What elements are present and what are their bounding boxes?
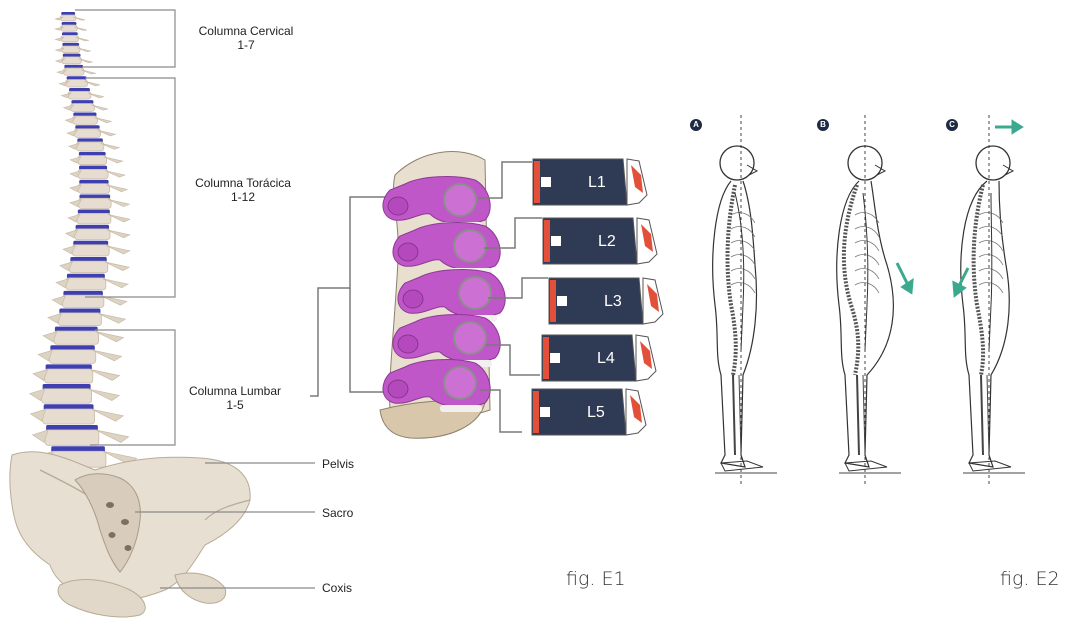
lumbar-card-label: L3 — [604, 293, 622, 311]
vertebra — [66, 225, 130, 240]
vertebra — [70, 152, 122, 165]
vertebra — [33, 425, 129, 445]
posture-panel-badge: B — [817, 119, 829, 131]
posture-panel-badge: C — [946, 119, 958, 131]
vertebra — [56, 43, 91, 53]
vertebra — [60, 257, 129, 273]
vertebra — [63, 241, 130, 256]
vertebra — [65, 113, 111, 125]
vertebra — [67, 125, 115, 137]
cervical-title: Columna Cervical — [196, 24, 296, 38]
lumbar-card-label: L1 — [588, 174, 606, 192]
cervical-label: Columna Cervical 1-7 — [196, 24, 296, 52]
lumbar-vertebra-shapes — [383, 177, 505, 412]
vertebra — [68, 209, 130, 223]
vertebra — [55, 12, 85, 21]
lumbar-card-label: L2 — [598, 233, 616, 251]
vertebra — [70, 194, 129, 208]
vertebra — [70, 166, 125, 179]
pelvis-bone — [10, 452, 250, 617]
vertebra — [43, 327, 123, 345]
posture-figure — [961, 115, 1025, 485]
posture-figures — [713, 115, 1025, 485]
posture-illustration — [685, 105, 1055, 495]
vertebra — [64, 100, 108, 111]
thoracic-label: Columna Torácica 1-12 — [188, 176, 298, 204]
lumbar-card-label: L4 — [597, 350, 615, 368]
vertebra — [31, 404, 124, 424]
lumbar-range: 1-5 — [180, 398, 290, 412]
lumbar-label: Columna Lumbar 1-5 — [180, 384, 290, 412]
lumbar-connector — [310, 197, 388, 396]
sacro-label: Sacro — [322, 506, 353, 520]
vertebra — [57, 65, 95, 75]
spine-vertebrae-group — [30, 12, 137, 467]
vertebra — [52, 291, 127, 308]
vertebra — [56, 54, 93, 64]
vertebra — [33, 364, 119, 383]
vertebra — [48, 309, 125, 326]
vertebra — [55, 22, 87, 31]
pelvis-label: Pelvis — [322, 457, 354, 471]
posture-arrow-b — [897, 263, 912, 292]
posture-arrow-c-right — [995, 122, 1021, 132]
vertebra — [70, 180, 127, 194]
posture-figure — [713, 115, 777, 485]
cervical-range: 1-7 — [196, 38, 296, 52]
vertebra — [30, 384, 119, 403]
vertebra — [38, 345, 121, 363]
figure-caption-e1: fig. E1 — [566, 568, 626, 590]
vertebra — [56, 32, 89, 42]
posture-figure — [837, 115, 901, 485]
vertebra — [69, 138, 119, 150]
lumbar-title: Columna Lumbar — [180, 384, 290, 398]
posture-panel-badge: A — [690, 119, 702, 131]
vertebra — [56, 274, 128, 290]
thoracic-range: 1-12 — [188, 190, 298, 204]
coxis-label: Coxis — [322, 581, 352, 595]
thoracic-title: Columna Torácica — [188, 176, 298, 190]
figure-caption-e2: fig. E2 — [1000, 568, 1060, 590]
lumbar-card-label: L5 — [587, 404, 605, 422]
vertebra — [62, 88, 104, 99]
